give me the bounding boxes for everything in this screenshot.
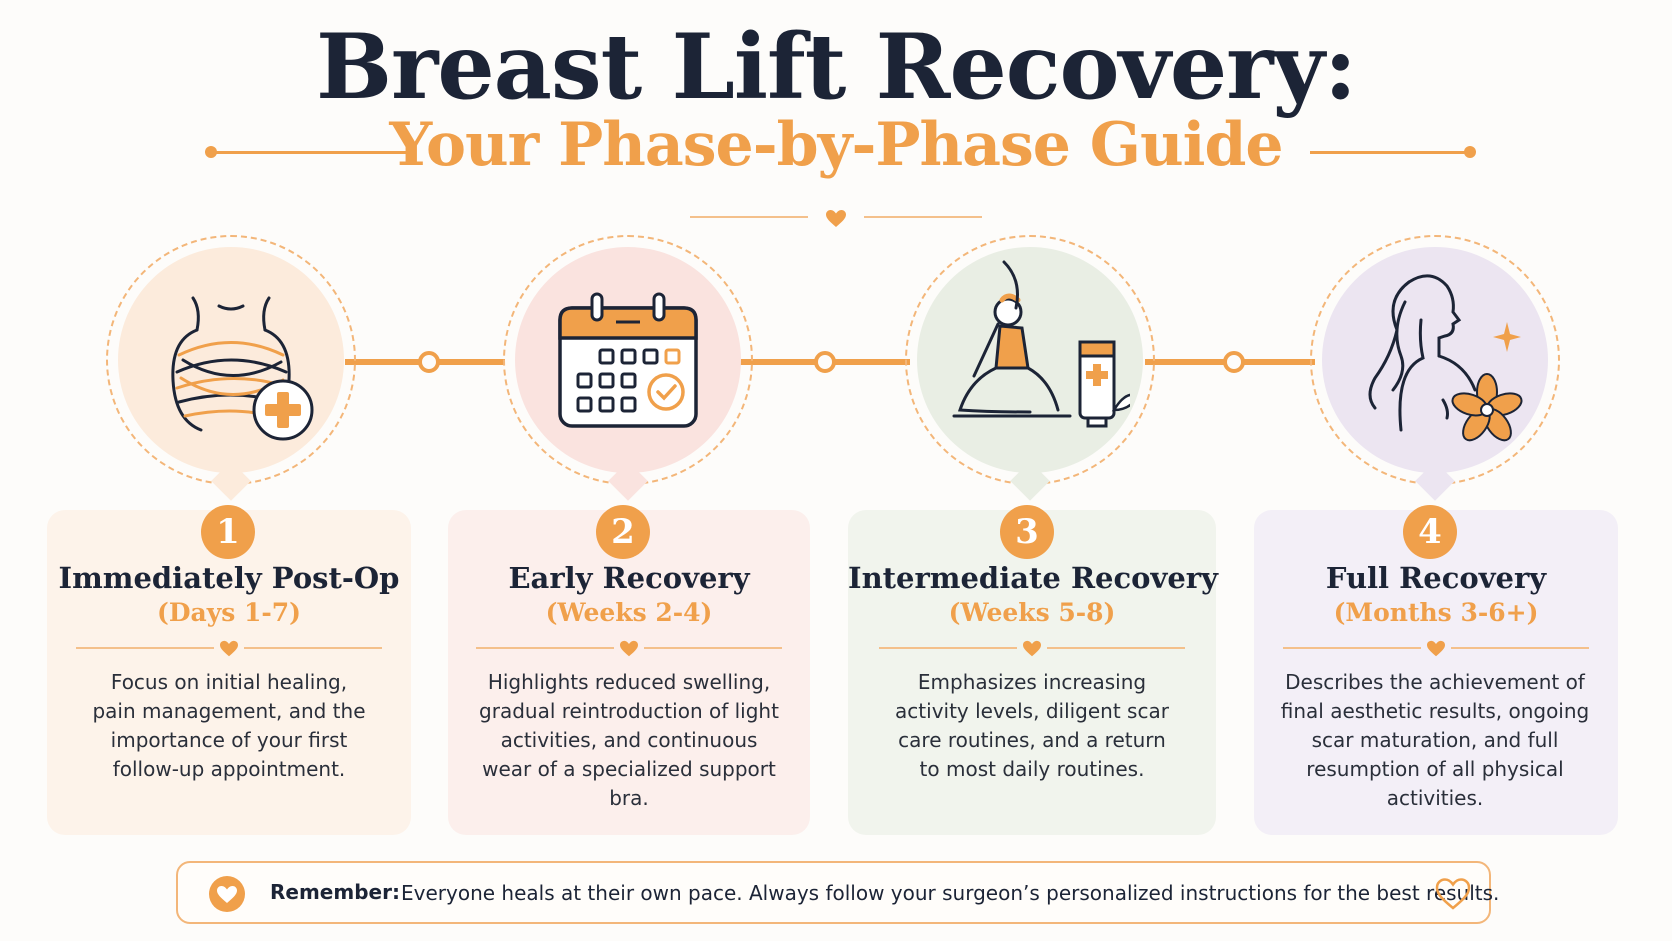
phase-description: Emphasizes increasing activity levels, d… <box>895 670 1169 781</box>
phase-number-badge: 3 <box>1000 505 1054 559</box>
phase-title: Intermediate Recovery <box>848 561 1218 595</box>
timeline-node <box>1223 351 1245 373</box>
heart-icon <box>620 640 638 657</box>
heart-icon <box>1023 640 1041 657</box>
reminder-banner: Remember: Everyone heals at their own pa… <box>176 861 1499 924</box>
subtitle-left-line <box>211 151 406 154</box>
reminder-label: Remember: <box>270 880 400 904</box>
subtitle-row: Your Phase-by-Phase Guide <box>0 110 1672 190</box>
subtitle-right-dot <box>1464 146 1476 158</box>
header-divider <box>690 209 982 229</box>
timeline-node <box>814 351 836 373</box>
phase-number-badge: 4 <box>1403 505 1457 559</box>
phase-1-illustration <box>106 235 356 501</box>
heart-outline-icon <box>1435 878 1471 910</box>
phase-period: (Weeks 5-8) <box>948 598 1116 627</box>
phase-title: Immediately Post-Op <box>58 561 400 595</box>
heart-badge-icon <box>209 876 245 912</box>
phase-description: Describes the achievement of final aesth… <box>1280 670 1590 810</box>
phase-number-badge: 2 <box>596 505 650 559</box>
phase-card-1 <box>47 510 411 835</box>
subtitle-right-line <box>1310 151 1470 154</box>
phase-divider <box>879 640 1185 658</box>
heart-icon <box>826 210 846 227</box>
phase-description: Highlights reduced swelling, gradual rei… <box>479 670 779 810</box>
phase-divider <box>476 640 782 658</box>
phase-card-2 <box>448 510 810 835</box>
phase-period: (Months 3-6+) <box>1333 598 1539 627</box>
phase-title: Early Recovery <box>508 561 750 595</box>
stretching-woman-icon <box>952 260 1130 428</box>
phase-period: (Weeks 2-4) <box>545 598 713 627</box>
timeline-node <box>418 351 440 373</box>
phase-2-illustration <box>503 235 753 501</box>
phase-card-3 <box>848 510 1216 835</box>
phase-period: (Days 1-7) <box>156 598 301 627</box>
phase-description: Focus on initial healing, pain managemen… <box>92 670 366 781</box>
page-subtitle: Your Phase-by-Phase Guide <box>389 110 1283 180</box>
phase-card-4 <box>1254 510 1618 835</box>
bandaged-chest-icon <box>171 296 314 441</box>
phase-3-illustration <box>905 235 1155 501</box>
phase-title: Full Recovery <box>1325 561 1547 595</box>
calendar-check-icon <box>558 292 698 428</box>
heart-icon <box>220 640 238 657</box>
page-title: Breast Lift Recovery: <box>315 14 1357 120</box>
reminder-text: Everyone heals at their own pace. Always… <box>401 881 1500 905</box>
heart-icon <box>1427 640 1445 657</box>
phase-number-badge: 1 <box>201 505 255 559</box>
phase-divider <box>1283 640 1589 658</box>
phase-4-illustration <box>1310 235 1560 501</box>
phase-divider <box>76 640 382 658</box>
woman-profile-flower-icon <box>1368 274 1523 442</box>
